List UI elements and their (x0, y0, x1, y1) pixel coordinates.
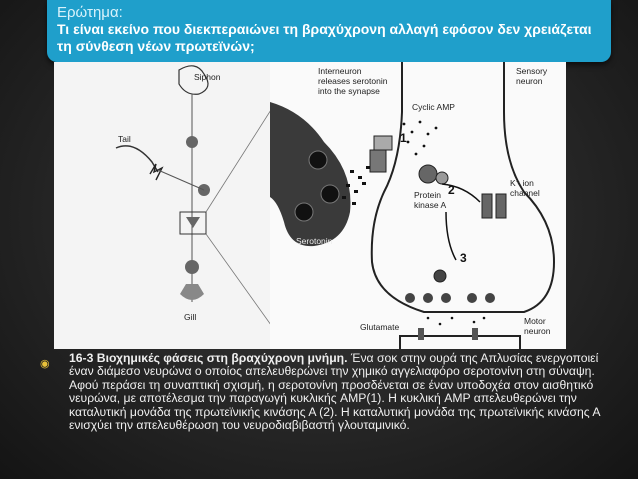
vesicle (308, 150, 328, 170)
k-channel-right (495, 193, 507, 219)
glutamate-vesicle (405, 293, 415, 303)
motor-label-2: neuron (524, 326, 551, 336)
caption-text: Ένα σοκ στην ουρά της Απλυσίας ενεργοποι… (69, 351, 600, 433)
pka-regulatory (418, 164, 438, 184)
k-channel-label-1: K⁺ ion (510, 178, 534, 188)
glutamate-molecules (426, 316, 486, 326)
siphon-shape (178, 65, 209, 95)
pka-label-2: kinase A (414, 200, 446, 210)
glutamate-receptor (418, 328, 424, 340)
tail-shape (115, 145, 159, 173)
motor-neuron-membrane (399, 335, 521, 349)
glutamate-vesicle (423, 293, 433, 303)
glutamate-label: Glutamate (360, 322, 399, 332)
sensory-label-1: Sensory (516, 66, 548, 76)
camp-molecules (402, 120, 438, 156)
pka-label-1: Protein (414, 190, 441, 200)
serotonin-label: Serotonin (296, 236, 333, 246)
tail-connection (157, 169, 205, 191)
serotonin-receptor (369, 149, 387, 173)
glutamate-receptor (472, 328, 478, 340)
zoom-line-top (205, 101, 277, 213)
sensory-cell-body (186, 136, 198, 148)
zoom-box (179, 211, 207, 235)
figure-svg: Siphon Tail Gill Serotonin Interneuron r… (115, 62, 566, 349)
interneuron-terminal (270, 102, 351, 247)
glutamate-vesicle (433, 269, 447, 283)
k-channel-label-2: channel (510, 188, 540, 198)
vesicle (294, 202, 314, 222)
caption: 16-3 Βιοχημικές φάσεις στη βραχύχρονη μν… (69, 351, 617, 433)
interneuron-label-2: releases serotonin (318, 76, 388, 86)
siphon-label: Siphon (194, 72, 221, 82)
bullet-icon: ◉ (40, 358, 50, 370)
sensory-label-2: neuron (516, 76, 543, 86)
serotonin-molecules (342, 166, 370, 205)
motor-label-1: Motor (524, 316, 546, 326)
glutamate-vesicle (485, 293, 495, 303)
zoom-line-bottom (205, 233, 277, 333)
glutamate-vesicle (467, 293, 477, 303)
step-3: 3 (460, 251, 467, 265)
tail-label: Tail (118, 134, 131, 144)
step-2: 2 (448, 183, 455, 197)
motor-cell-body (185, 260, 199, 274)
arrow-to-channel (441, 183, 481, 203)
gill-shape (180, 284, 204, 300)
k-channel-left (481, 193, 493, 219)
interneuron-label-1: Interneuron (318, 66, 362, 76)
gill-label: Gill (184, 312, 196, 322)
question-box: Ερώτημα: Τι είναι εκείνο που διεκπεραιών… (47, 0, 611, 62)
sensory-neuron-membrane (370, 62, 556, 313)
question-label: Ερώτημα: (57, 4, 123, 21)
shock-icon (149, 163, 164, 181)
interneuron-label-3: into the synapse (318, 86, 380, 96)
step-1: 1 (400, 131, 407, 145)
glutamate-vesicle (441, 293, 451, 303)
vesicle (320, 184, 340, 204)
adenylyl-cyclase (373, 135, 393, 151)
question-text: Τι είναι εκείνο που διεκπεραιώνει τη βρα… (57, 21, 592, 54)
cyclic-amp-label: Cyclic AMP (412, 102, 455, 112)
arrow-to-release (445, 211, 457, 261)
caption-title: 16-3 Βιοχημικές φάσεις στη βραχύχρονη μν… (69, 351, 348, 365)
pka-catalytic (435, 171, 449, 185)
synapse-mark (186, 217, 200, 228)
aplysia-figure: Siphon Tail Gill Serotonin Interneuron r… (54, 62, 566, 349)
